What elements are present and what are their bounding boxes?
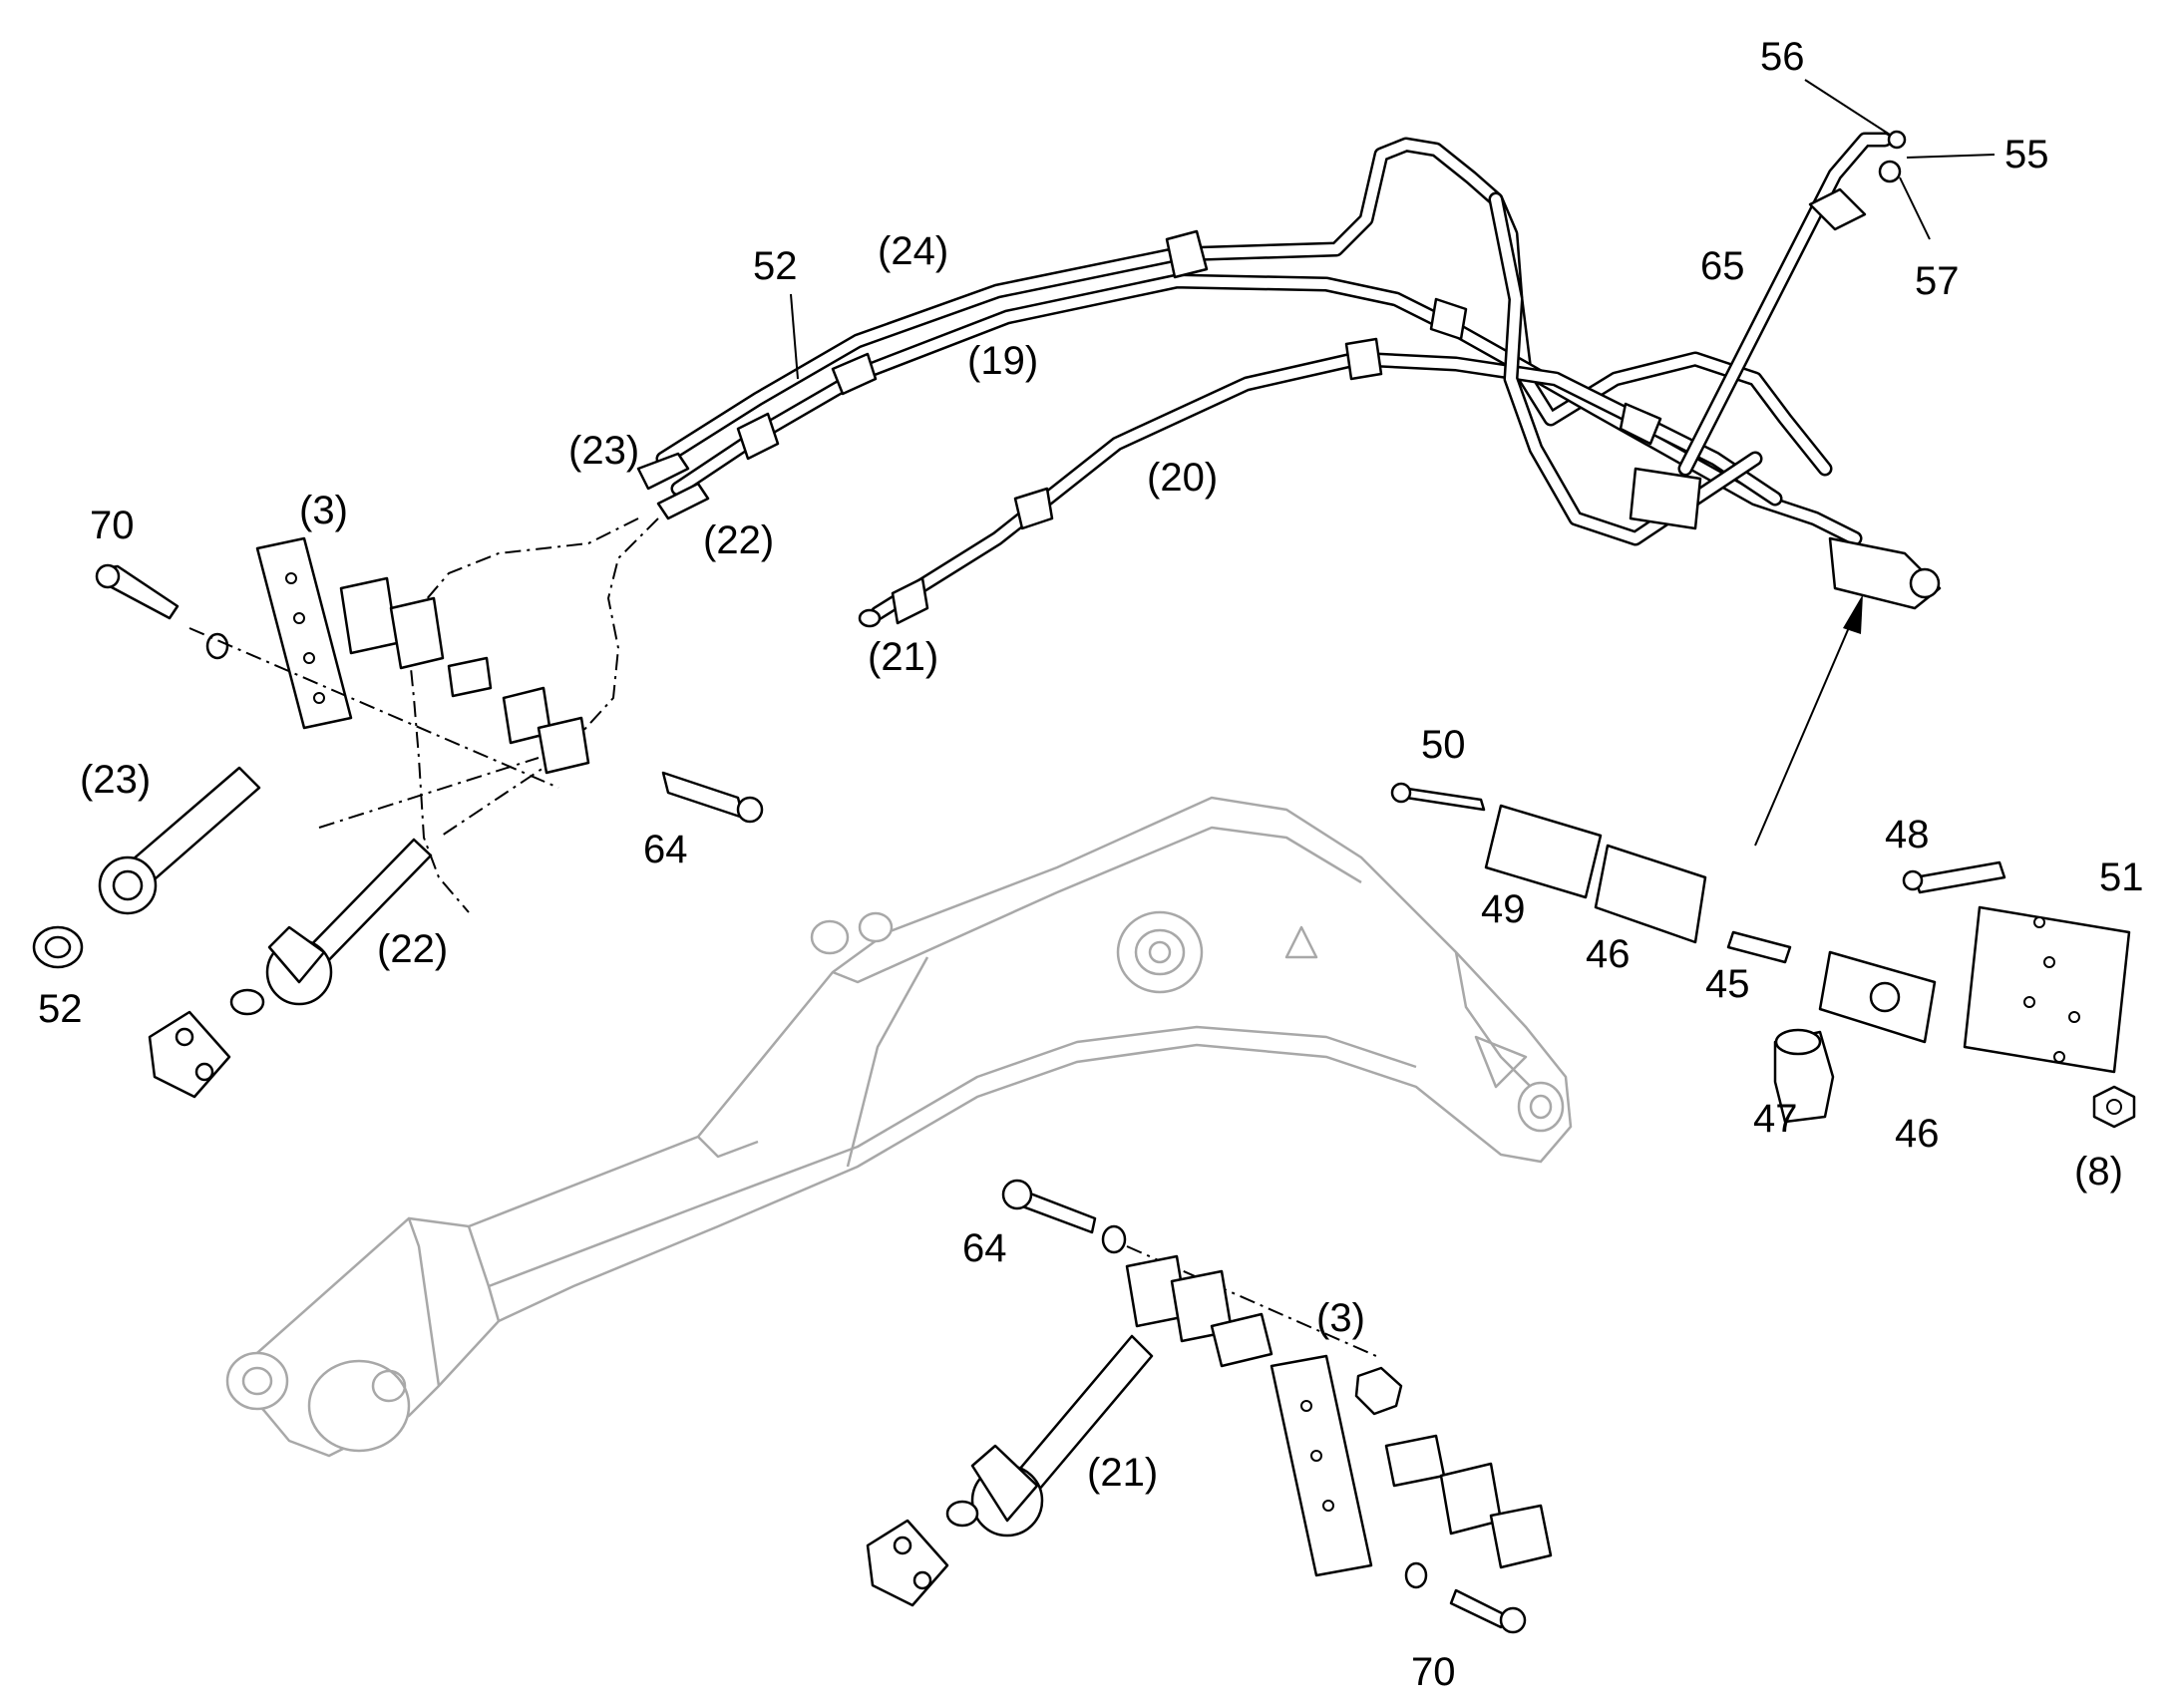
- callout-48: 48: [1885, 813, 1930, 856]
- bottom-clamp-assembly: [866, 1179, 1553, 1634]
- callout-57: 57: [1915, 259, 1960, 303]
- callout-47: 47: [1753, 1097, 1798, 1141]
- callout-23-left: (23): [80, 758, 151, 802]
- callout-46-a: 46: [1586, 932, 1631, 976]
- callout-24: (24): [878, 229, 948, 273]
- right-clamp-assembly: [1390, 782, 2136, 1129]
- callout-51: 51: [2099, 855, 2144, 899]
- callout-21-top: (21): [868, 635, 938, 679]
- callout-55: 55: [2004, 133, 2049, 176]
- callout-23-top: (23): [568, 429, 639, 473]
- callout-50: 50: [1421, 723, 1466, 767]
- leader-lines: [790, 79, 1996, 380]
- callout-70-bottom: 70: [1411, 1650, 1456, 1694]
- callout-22-top: (22): [703, 518, 774, 562]
- callout-45: 45: [1705, 962, 1750, 1006]
- callout-70-left: 70: [90, 504, 135, 547]
- left-clamp-assembly: [32, 536, 764, 1099]
- callout-22-left: (22): [377, 927, 448, 971]
- callout-20: (20): [1147, 456, 1218, 500]
- callout-52-top: 52: [753, 244, 798, 288]
- callout-49: 49: [1481, 887, 1526, 931]
- callout-56: 56: [1760, 35, 1805, 79]
- callout-64-bottom: 64: [962, 1226, 1007, 1270]
- callout-labels: 56 55 57 65 (24) 52 (19) (23) (22) (20) …: [38, 35, 2144, 1694]
- boom-assembly: [225, 796, 1573, 1458]
- callout-8: (8): [2074, 1150, 2123, 1194]
- callout-3-bottom: (3): [1316, 1296, 1365, 1340]
- hydraulic-lines: [636, 130, 1942, 628]
- callout-64-left: 64: [643, 828, 688, 871]
- callout-21-bottom: (21): [1087, 1451, 1158, 1495]
- callout-3-left: (3): [299, 489, 348, 532]
- callout-52-left: 52: [38, 987, 83, 1031]
- callout-19: (19): [967, 339, 1038, 383]
- direction-arrow: [1754, 594, 1863, 847]
- callout-65: 65: [1700, 244, 1745, 288]
- callout-46-b: 46: [1895, 1112, 1940, 1156]
